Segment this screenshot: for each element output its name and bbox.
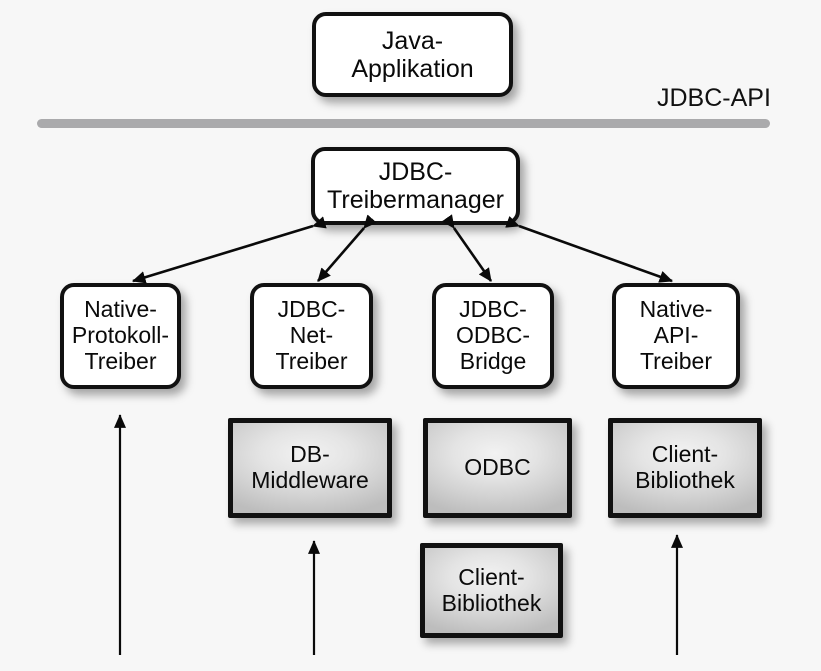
node-db-middleware: DB- Middleware bbox=[228, 418, 392, 518]
node-native-protokoll-treiber: Native- Protokoll- Treiber bbox=[60, 283, 181, 389]
node-client-bibliothek-bottom: Client- Bibliothek bbox=[420, 543, 563, 638]
node-label-jdbc-odbc-bridge: JDBC- ODBC- Bridge bbox=[455, 296, 531, 374]
node-label-jdbc-treibermanager: JDBC- Treibermanager bbox=[327, 158, 504, 214]
node-label-native-protokoll-treiber: Native- Protokoll- Treiber bbox=[71, 296, 170, 374]
node-label-client-bibliothek-bottom: Client- Bibliothek bbox=[441, 563, 542, 616]
connection-treibermanager-to-jdbc-odbc bbox=[441, 214, 493, 282]
node-label-native-api-treiber: Native- API- Treiber bbox=[639, 296, 713, 374]
node-jdbc-treibermanager: JDBC- Treibermanager bbox=[311, 147, 520, 225]
node-java-applikation: Java- Applikation bbox=[312, 12, 513, 97]
node-label-odbc: ODBC bbox=[464, 454, 531, 481]
connection-treibermanager-to-jdbc-net bbox=[317, 214, 377, 282]
connection-treibermanager-to-native-protokoll bbox=[131, 216, 327, 284]
node-label-jdbc-net-treiber: JDBC- Net- Treiber bbox=[275, 296, 348, 374]
node-client-bibliothek-right: Client- Bibliothek bbox=[608, 418, 762, 518]
node-native-api-treiber: Native- API- Treiber bbox=[612, 283, 740, 389]
connection-treibermanager-to-native-api bbox=[505, 215, 674, 283]
node-jdbc-net-treiber: JDBC- Net- Treiber bbox=[250, 283, 373, 389]
node-odbc: ODBC bbox=[423, 418, 572, 518]
node-label-client-bibliothek-right: Client- Bibliothek bbox=[635, 441, 735, 493]
node-label-java-applikation: Java- Applikation bbox=[351, 26, 474, 83]
jdbc-api-boundary-label: JDBC-API bbox=[657, 84, 771, 112]
jdbc-api-boundary-bar bbox=[37, 119, 770, 128]
node-label-db-middleware: DB- Middleware bbox=[251, 441, 369, 493]
node-jdbc-odbc-bridge: JDBC- ODBC- Bridge bbox=[432, 283, 554, 389]
